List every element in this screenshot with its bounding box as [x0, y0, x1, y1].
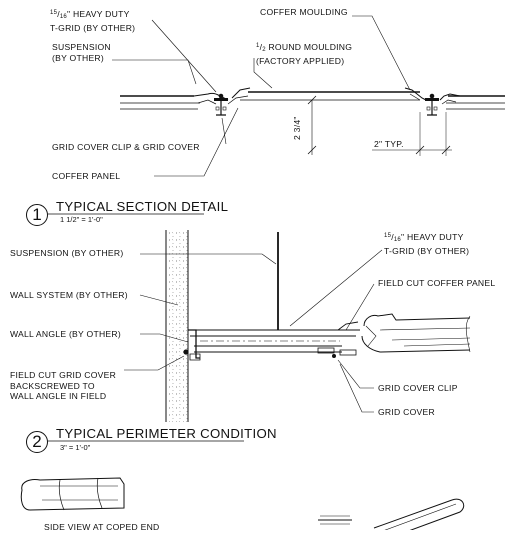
field-cut-cover-line2: BACKSCREWED TO — [10, 380, 95, 391]
wall-angle-label: WALL ANGLE (BY OTHER) — [10, 329, 121, 339]
field-cut-cover-line1: FIELD CUT GRID COVER — [10, 370, 117, 380]
field-cut-cover-label: FIELD CUT GRID COVER BACKSCREWED TO WALL… — [10, 370, 116, 402]
suspension-line1: SUSPENSION — [52, 42, 111, 52]
half-fraction-numerator: 1 — [256, 43, 260, 49]
perimeter-detail-scale: 3" = 1'-0" — [60, 443, 91, 452]
typical-dimension-label: 2" TYP. — [374, 139, 404, 149]
section-detail-drawing — [120, 87, 505, 156]
grid-fraction-numerator: 15 — [50, 10, 58, 16]
grid-fraction-denominator: 16 — [59, 14, 68, 20]
grid-label-line1: " HEAVY DUTY — [67, 9, 130, 19]
grid2-fraction-numerator: 15 — [384, 233, 392, 239]
section-detail-title-bar — [26, 204, 204, 226]
grid2-label-line2: T-GRID (BY OTHER) — [384, 245, 470, 256]
side-view-label: SIDE VIEW AT COPED END — [44, 522, 160, 532]
wall-system-label: WALL SYSTEM (BY OTHER) — [10, 290, 128, 300]
field-cut-cover-line3: WALL ANGLE IN FIELD — [10, 391, 107, 401]
grid-cover-label: GRID COVER — [378, 407, 435, 417]
coffer-moulding-label: COFFER MOULDING — [260, 7, 348, 17]
coffer-panel-label: COFFER PANEL — [52, 171, 121, 181]
suspension-label: SUSPENSION (BY OTHER) — [52, 42, 111, 63]
round-moulding-label: 1/2 ROUND MOULDING (FACTORY APPLIED) — [256, 42, 353, 66]
round-moulding-line1: ROUND MOULDING — [265, 42, 353, 52]
grid-cover-clip-label-2: GRID COVER CLIP — [378, 383, 458, 393]
grid-label: 15/16" HEAVY DUTY T-GRID (BY OTHER) — [50, 9, 136, 33]
suspension-line2: (BY OTHER) — [52, 52, 104, 63]
coped-end-drawing — [20, 477, 465, 530]
grid-label-line2: T-GRID (BY OTHER) — [50, 22, 136, 33]
section-detail-title: TYPICAL SECTION DETAIL — [56, 199, 229, 214]
vertical-dimension-label: 2 3/4" — [292, 116, 302, 140]
heavy-duty-grid-label: 15/16" HEAVY DUTY T-GRID (BY OTHER) — [384, 232, 470, 256]
section-detail-scale: 1 1/2" = 1'-0" — [60, 215, 103, 224]
section-detail-leaders — [112, 15, 411, 177]
perimeter-detail-number: 2 — [32, 432, 42, 451]
field-cut-panel-label: FIELD CUT COFFER PANEL — [378, 278, 496, 288]
round-moulding-line2: (FACTORY APPLIED) — [256, 55, 345, 66]
grid2-fraction-denominator: 16 — [393, 237, 402, 243]
grid-cover-clip-label: GRID COVER CLIP & GRID COVER — [52, 142, 200, 152]
section-detail-number: 1 — [32, 205, 42, 224]
half-fraction-denominator: 2 — [262, 47, 266, 53]
perimeter-detail-title-bar — [26, 431, 244, 453]
suspension-other-label: SUSPENSION (BY OTHER) — [10, 248, 124, 258]
perimeter-detail-leaders — [124, 249, 383, 413]
grid2-label-line1: " HEAVY DUTY — [401, 232, 464, 242]
perimeter-detail-title: TYPICAL PERIMETER CONDITION — [56, 426, 277, 441]
perimeter-detail-drawing — [165, 230, 471, 422]
